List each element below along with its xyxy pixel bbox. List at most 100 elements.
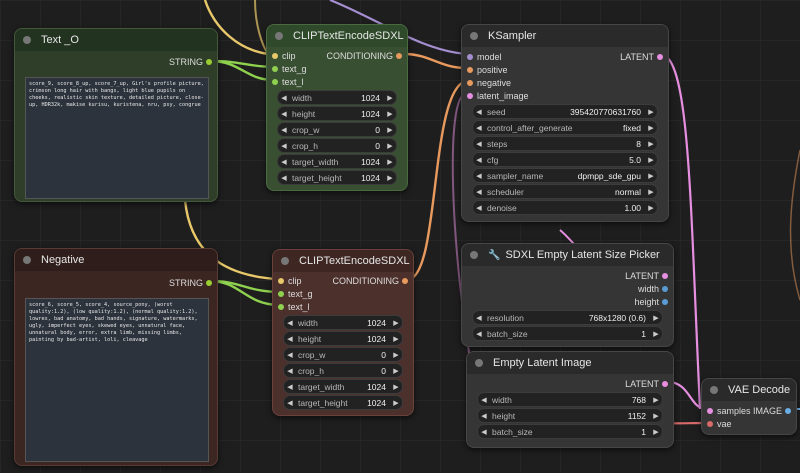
decrement-icon[interactable]: ◀ — [281, 174, 287, 182]
increment-icon[interactable]: ▶ — [648, 124, 654, 132]
increment-icon[interactable]: ▶ — [387, 110, 393, 118]
input-socket-vae[interactable] — [707, 420, 713, 427]
collapse-dot-icon[interactable] — [23, 256, 31, 264]
decrement-icon[interactable]: ◀ — [476, 330, 482, 338]
collapse-dot-icon[interactable] — [475, 359, 483, 367]
input-socket-model[interactable] — [467, 53, 473, 60]
increment-icon[interactable]: ▶ — [648, 172, 654, 180]
decrement-icon[interactable]: ◀ — [476, 172, 482, 180]
increment-icon[interactable]: ▶ — [653, 412, 659, 420]
decrement-icon[interactable]: ◀ — [476, 124, 482, 132]
collapse-dot-icon[interactable] — [470, 32, 478, 40]
decrement-icon[interactable]: ◀ — [281, 142, 287, 150]
increment-icon[interactable]: ▶ — [393, 351, 399, 359]
vae-decode-header[interactable]: VAE Decode — [702, 379, 796, 401]
increment-icon[interactable]: ▶ — [387, 126, 393, 134]
decrement-icon[interactable]: ◀ — [287, 383, 293, 391]
input-socket-negative[interactable] — [467, 79, 473, 86]
output-socket-image[interactable] — [785, 407, 791, 414]
increment-icon[interactable]: ▶ — [653, 396, 659, 404]
input-socket-positive[interactable] — [467, 66, 473, 73]
input-socket-clip[interactable] — [272, 52, 278, 59]
increment-icon[interactable]: ▶ — [393, 335, 399, 343]
decrement-icon[interactable]: ◀ — [476, 204, 482, 212]
ksampler-node[interactable]: KSampler model LATENT positive negative … — [461, 24, 669, 222]
increment-icon[interactable]: ▶ — [653, 428, 659, 436]
output-socket-latent[interactable] — [657, 53, 663, 60]
decrement-icon[interactable]: ◀ — [287, 319, 293, 327]
collapse-dot-icon[interactable] — [470, 251, 478, 259]
input-socket-text-g[interactable] — [278, 290, 284, 297]
output-socket-latent[interactable] — [662, 272, 668, 279]
output-socket-string[interactable] — [206, 279, 212, 286]
decrement-icon[interactable]: ◀ — [281, 158, 287, 166]
increment-icon[interactable]: ▶ — [393, 383, 399, 391]
decrement-icon[interactable]: ◀ — [476, 108, 482, 116]
decrement-icon[interactable]: ◀ — [287, 335, 293, 343]
decrement-icon[interactable]: ◀ — [281, 110, 287, 118]
increment-icon[interactable]: ▶ — [393, 367, 399, 375]
input-socket-text-g[interactable] — [272, 65, 278, 72]
text-o-node[interactable]: Text _O STRING score_9, score_8_up, scor… — [14, 28, 218, 202]
decrement-icon[interactable]: ◀ — [287, 367, 293, 375]
output-socket-latent[interactable] — [662, 380, 668, 387]
decrement-icon[interactable]: ◀ — [481, 412, 487, 420]
increment-icon[interactable]: ▶ — [387, 158, 393, 166]
decrement-icon[interactable]: ◀ — [281, 94, 287, 102]
collapse-dot-icon[interactable] — [281, 257, 289, 265]
decrement-icon[interactable]: ◀ — [281, 126, 287, 134]
increment-icon[interactable]: ▶ — [387, 142, 393, 150]
negative-prompt-textarea[interactable]: score_6, score_5, score_4, source_pony, … — [25, 298, 209, 462]
collapse-dot-icon[interactable] — [710, 386, 718, 394]
output-socket-conditioning[interactable] — [396, 52, 402, 59]
clip-encode-negative-node[interactable]: CLIPTextEncodeSDXL clip CONDITIONING tex… — [272, 249, 414, 416]
increment-icon[interactable]: ▶ — [387, 174, 393, 182]
sdxl-size-picker-node[interactable]: 🔧 SDXL Empty Latent Size Picker LATENT w… — [461, 243, 674, 347]
negative-header[interactable]: Negative — [15, 249, 217, 271]
collapse-dot-icon[interactable] — [275, 32, 283, 40]
output-socket-width[interactable] — [662, 285, 668, 292]
increment-icon[interactable]: ▶ — [393, 319, 399, 327]
increment-icon[interactable]: ▶ — [648, 204, 654, 212]
decrement-icon[interactable]: ◀ — [481, 396, 487, 404]
increment-icon[interactable]: ▶ — [393, 399, 399, 407]
input-socket-text-l[interactable] — [272, 78, 278, 85]
negative-node[interactable]: Negative STRING score_6, score_5, score_… — [14, 248, 218, 466]
clip-positive-header[interactable]: CLIPTextEncodeSDXL — [267, 25, 407, 47]
output-socket-conditioning[interactable] — [402, 277, 408, 284]
input-socket-samples[interactable] — [707, 407, 713, 414]
output-socket-string[interactable] — [206, 58, 212, 65]
prompt-textarea[interactable]: score_9, score_8_up, score_7_up, Girl's … — [25, 77, 209, 199]
increment-icon[interactable]: ▶ — [387, 94, 393, 102]
decrement-icon[interactable]: ◀ — [476, 188, 482, 196]
vae-decode-node[interactable]: VAE Decode samples IMAGE vae — [701, 378, 797, 435]
input-socket-clip[interactable] — [278, 277, 284, 284]
sdxl-picker-header[interactable]: 🔧 SDXL Empty Latent Size Picker — [462, 244, 673, 266]
increment-icon[interactable]: ▶ — [648, 140, 654, 148]
clip-negative-header[interactable]: CLIPTextEncodeSDXL — [273, 250, 413, 272]
input-socket-text-l[interactable] — [278, 303, 284, 310]
